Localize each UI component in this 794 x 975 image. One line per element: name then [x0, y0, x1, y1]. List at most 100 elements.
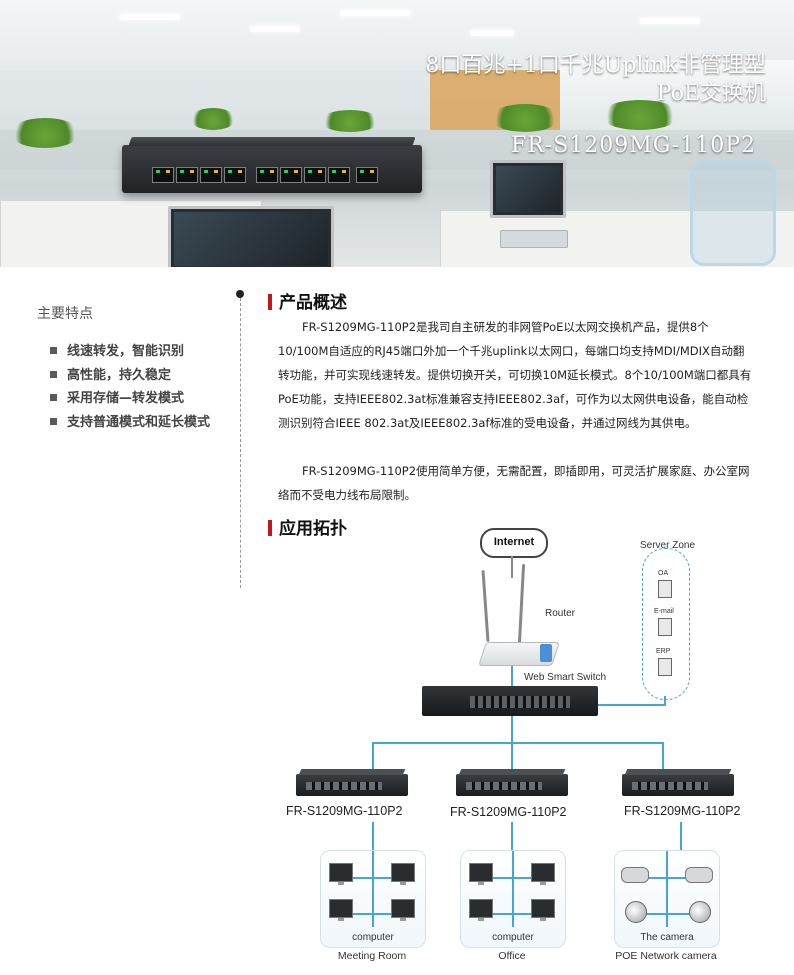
link-line	[512, 851, 514, 927]
link-line	[662, 742, 664, 770]
link-line	[372, 851, 374, 927]
topology-diagram: Internet Router Web Smart Switch Server …	[270, 520, 794, 975]
link-line	[372, 742, 374, 770]
topology-heading: 应用拓扑	[268, 514, 347, 539]
router-label: Router	[545, 608, 576, 619]
server-label: ERP	[656, 648, 671, 655]
edge-switch-image	[296, 769, 408, 796]
keyboard	[500, 230, 568, 248]
heading-marker	[268, 520, 272, 536]
divider-dot	[236, 290, 244, 298]
feature-item: 线速转发，智能识别	[50, 340, 210, 364]
ceiling-light	[640, 18, 700, 24]
server-zone-label: Server Zone	[640, 540, 696, 551]
meeting-room-group: computer	[320, 850, 426, 948]
computer-icon	[531, 899, 555, 921]
ceiling-light	[340, 10, 410, 16]
group-inner-label: The camera	[640, 932, 694, 943]
core-switch-label: Web Smart Switch	[524, 672, 607, 683]
group-name: Meeting Room	[337, 950, 407, 962]
computer-icon	[329, 899, 353, 921]
banner-model: FR-S1209MG-110P2	[510, 133, 756, 158]
edge-switch-image	[622, 769, 734, 796]
computer-icon	[469, 899, 493, 921]
overview-heading-text: 产品概述	[279, 293, 347, 313]
router-antenna	[481, 569, 490, 643]
plant	[600, 100, 680, 130]
dome-camera-icon	[689, 901, 711, 923]
camera-icon	[685, 867, 713, 883]
link-line	[511, 742, 513, 770]
computer-icon	[391, 863, 415, 885]
features-list: 线速转发，智能识别 高性能，持久稳定 采用存储—转发模式 支持普通模式和延长模式	[50, 340, 210, 434]
link-line	[511, 666, 513, 686]
edge-switch-image	[456, 769, 568, 796]
computer-icon	[391, 899, 415, 921]
computer-icon	[469, 863, 493, 885]
dome-camera-icon	[625, 901, 647, 923]
plant	[490, 104, 560, 132]
link-line	[511, 556, 513, 578]
features-title: 主要特点	[37, 306, 93, 322]
internet-cloud: Internet	[480, 528, 548, 558]
feature-item: 支持普通模式和延长模式	[50, 411, 210, 435]
overview-paragraph-1: FR-S1209MG-110P2是我司自主研发的非网管PoE以太网交换机产品，提…	[278, 320, 752, 430]
link-line	[664, 696, 666, 706]
feature-item: 高性能，持久稳定	[50, 364, 210, 388]
link-line	[639, 913, 695, 915]
server-icon	[658, 618, 672, 636]
camera-icon	[621, 867, 649, 883]
plant	[10, 118, 80, 148]
group-name: Office	[498, 950, 526, 962]
heading-marker	[268, 294, 272, 310]
plant	[190, 108, 236, 130]
server-label: OA	[658, 570, 669, 577]
feature-item: 采用存储—转发模式	[50, 387, 210, 411]
group-name: POE Network camera	[615, 950, 717, 962]
monitor	[490, 160, 566, 218]
overview-heading: 产品概述	[268, 288, 347, 313]
core-switch-image	[422, 686, 598, 716]
chair	[690, 160, 776, 266]
server-label: E-mail	[654, 608, 674, 615]
router-antenna	[517, 563, 526, 645]
computer-icon	[531, 863, 555, 885]
link-line	[372, 822, 374, 850]
column-divider	[240, 298, 241, 588]
ceiling-light	[470, 30, 514, 36]
banner-title-line1: 8口百兆+1口千兆Uplink非管理型	[425, 53, 766, 78]
link-line	[372, 742, 664, 744]
product-switch-image	[122, 137, 422, 193]
link-line	[639, 877, 695, 879]
window	[560, 60, 794, 140]
computer-icon	[329, 863, 353, 885]
server-zone	[642, 548, 690, 700]
server-icon	[658, 580, 672, 598]
group-inner-label: computer	[492, 932, 534, 943]
link-line	[680, 822, 682, 850]
banner-title: 8口百兆+1口千兆Uplink非管理型 PoE交换机	[425, 52, 766, 108]
edge-switch-model: FR-S1209MG-110P2	[624, 804, 741, 818]
camera-group: The camera	[614, 850, 720, 948]
link-line	[485, 913, 541, 915]
group-inner-label: computer	[352, 932, 394, 943]
edge-switch-model: FR-S1209MG-110P2	[450, 805, 567, 819]
router-front	[540, 644, 552, 662]
server-icon	[658, 658, 672, 676]
link-line	[345, 877, 401, 879]
hero-banner: 8口百兆+1口千兆Uplink非管理型 PoE交换机 FR-S1209MG-11…	[0, 0, 794, 267]
link-line	[511, 716, 513, 742]
link-line	[511, 822, 513, 850]
office-group: computer	[460, 850, 566, 948]
link-line	[485, 877, 541, 879]
edge-switch-model: FR-S1209MG-110P2	[286, 804, 403, 818]
ceiling-light	[120, 14, 180, 20]
banner-title-line2: PoE交换机	[656, 81, 766, 106]
link-line	[598, 704, 666, 706]
link-line	[666, 851, 668, 927]
plant	[320, 110, 380, 132]
desk	[440, 210, 794, 267]
topology-heading-text: 应用拓扑	[279, 519, 347, 539]
monitor	[168, 206, 334, 267]
link-line	[345, 913, 401, 915]
